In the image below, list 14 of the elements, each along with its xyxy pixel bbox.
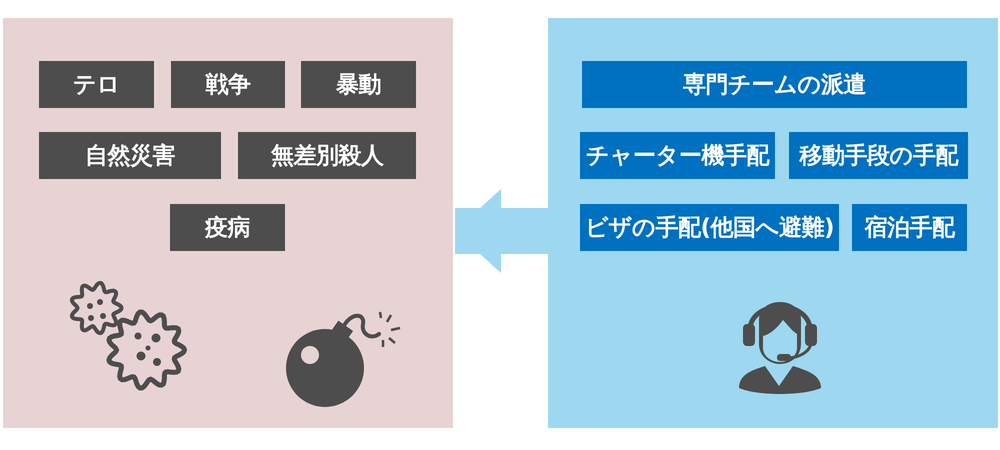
label-box: 宿泊手配 xyxy=(852,204,967,251)
panel-background xyxy=(3,18,453,428)
label-box: 自然災害 xyxy=(39,132,221,179)
label-box: 無差別殺人 xyxy=(238,132,416,179)
label-box: 暴動 xyxy=(301,61,416,108)
block-arrow xyxy=(455,189,548,273)
label-box: 移動手段の手配 xyxy=(789,132,968,179)
label-box: 戦争 xyxy=(171,61,285,108)
label-box: 疫病 xyxy=(170,204,285,251)
label-box: 専門チームの派遣 xyxy=(582,61,967,108)
label-box: チャーター機手配 xyxy=(580,132,775,179)
panel-background xyxy=(548,18,998,428)
label-box: テロ xyxy=(39,61,154,108)
label-box: ビザの手配(他国へ避難) xyxy=(580,204,839,251)
